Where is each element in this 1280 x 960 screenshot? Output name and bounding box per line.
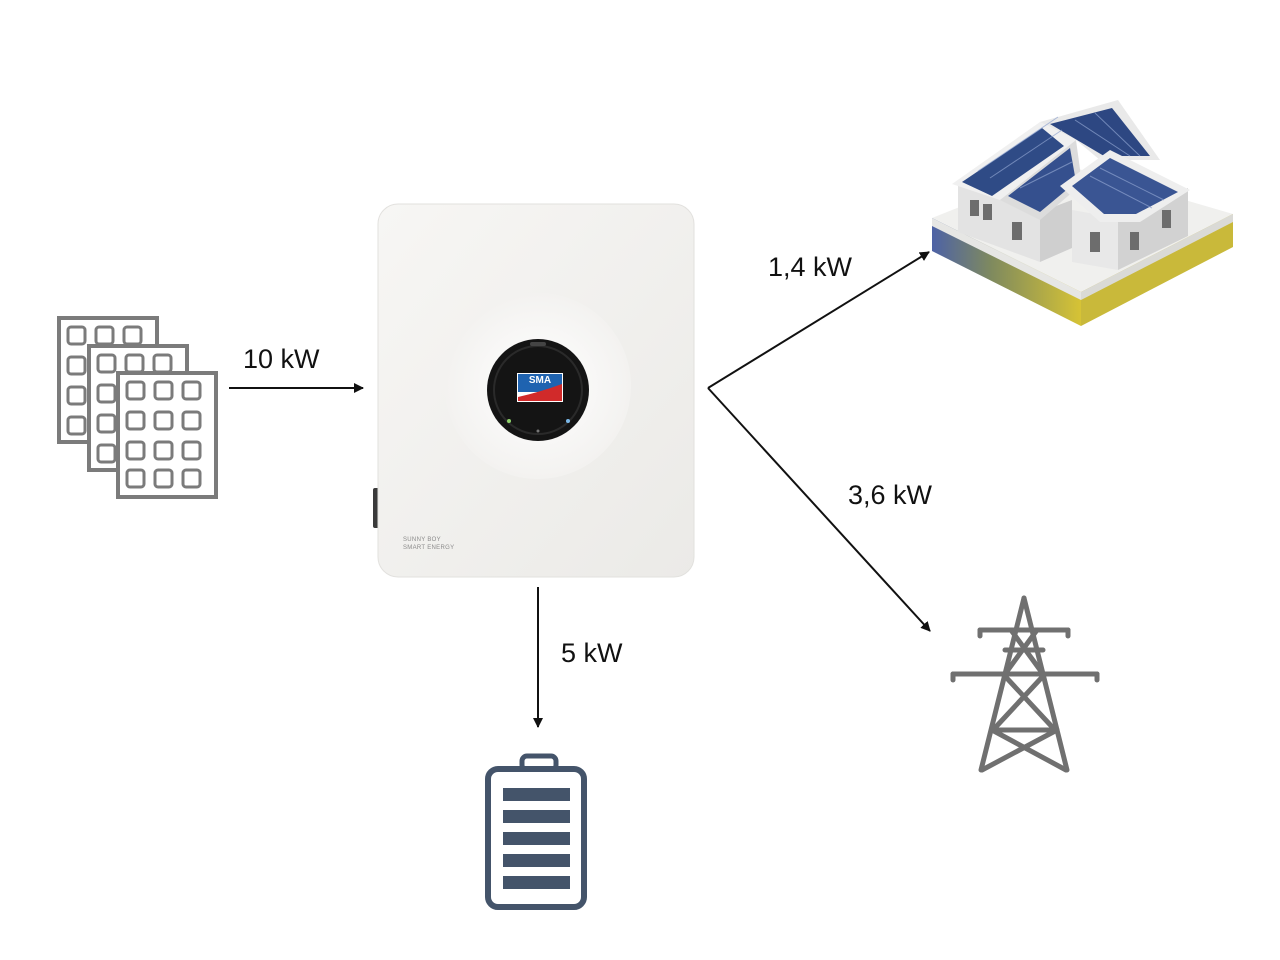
power-pylon-icon bbox=[950, 595, 1100, 773]
arrow-inverter-to-grid bbox=[707, 387, 931, 632]
inverter-brand-line-2: SMART ENERGY bbox=[403, 545, 455, 551]
solar-panels-icon bbox=[57, 316, 218, 499]
inverter-brand-line-1: SUNNY BOY bbox=[403, 537, 441, 543]
house-with-solar-roof-icon bbox=[932, 100, 1233, 326]
sma-logo bbox=[517, 373, 563, 402]
flow-label-pv: 10 kW bbox=[243, 344, 320, 374]
inverter-device bbox=[373, 203, 695, 578]
status-led-green bbox=[507, 419, 511, 423]
sma-logo-text: SMA bbox=[528, 375, 552, 386]
arrow-inverter-to-house bbox=[707, 251, 930, 389]
flow-arrows bbox=[229, 251, 931, 728]
battery-icon bbox=[485, 753, 587, 910]
solar-panel-front bbox=[116, 371, 218, 499]
flow-label-house: 1,4 kW bbox=[768, 252, 853, 282]
flow-label-grid: 3,6 kW bbox=[848, 480, 933, 510]
status-led-blue bbox=[566, 419, 570, 423]
flow-label-battery: 5 kW bbox=[561, 638, 623, 668]
